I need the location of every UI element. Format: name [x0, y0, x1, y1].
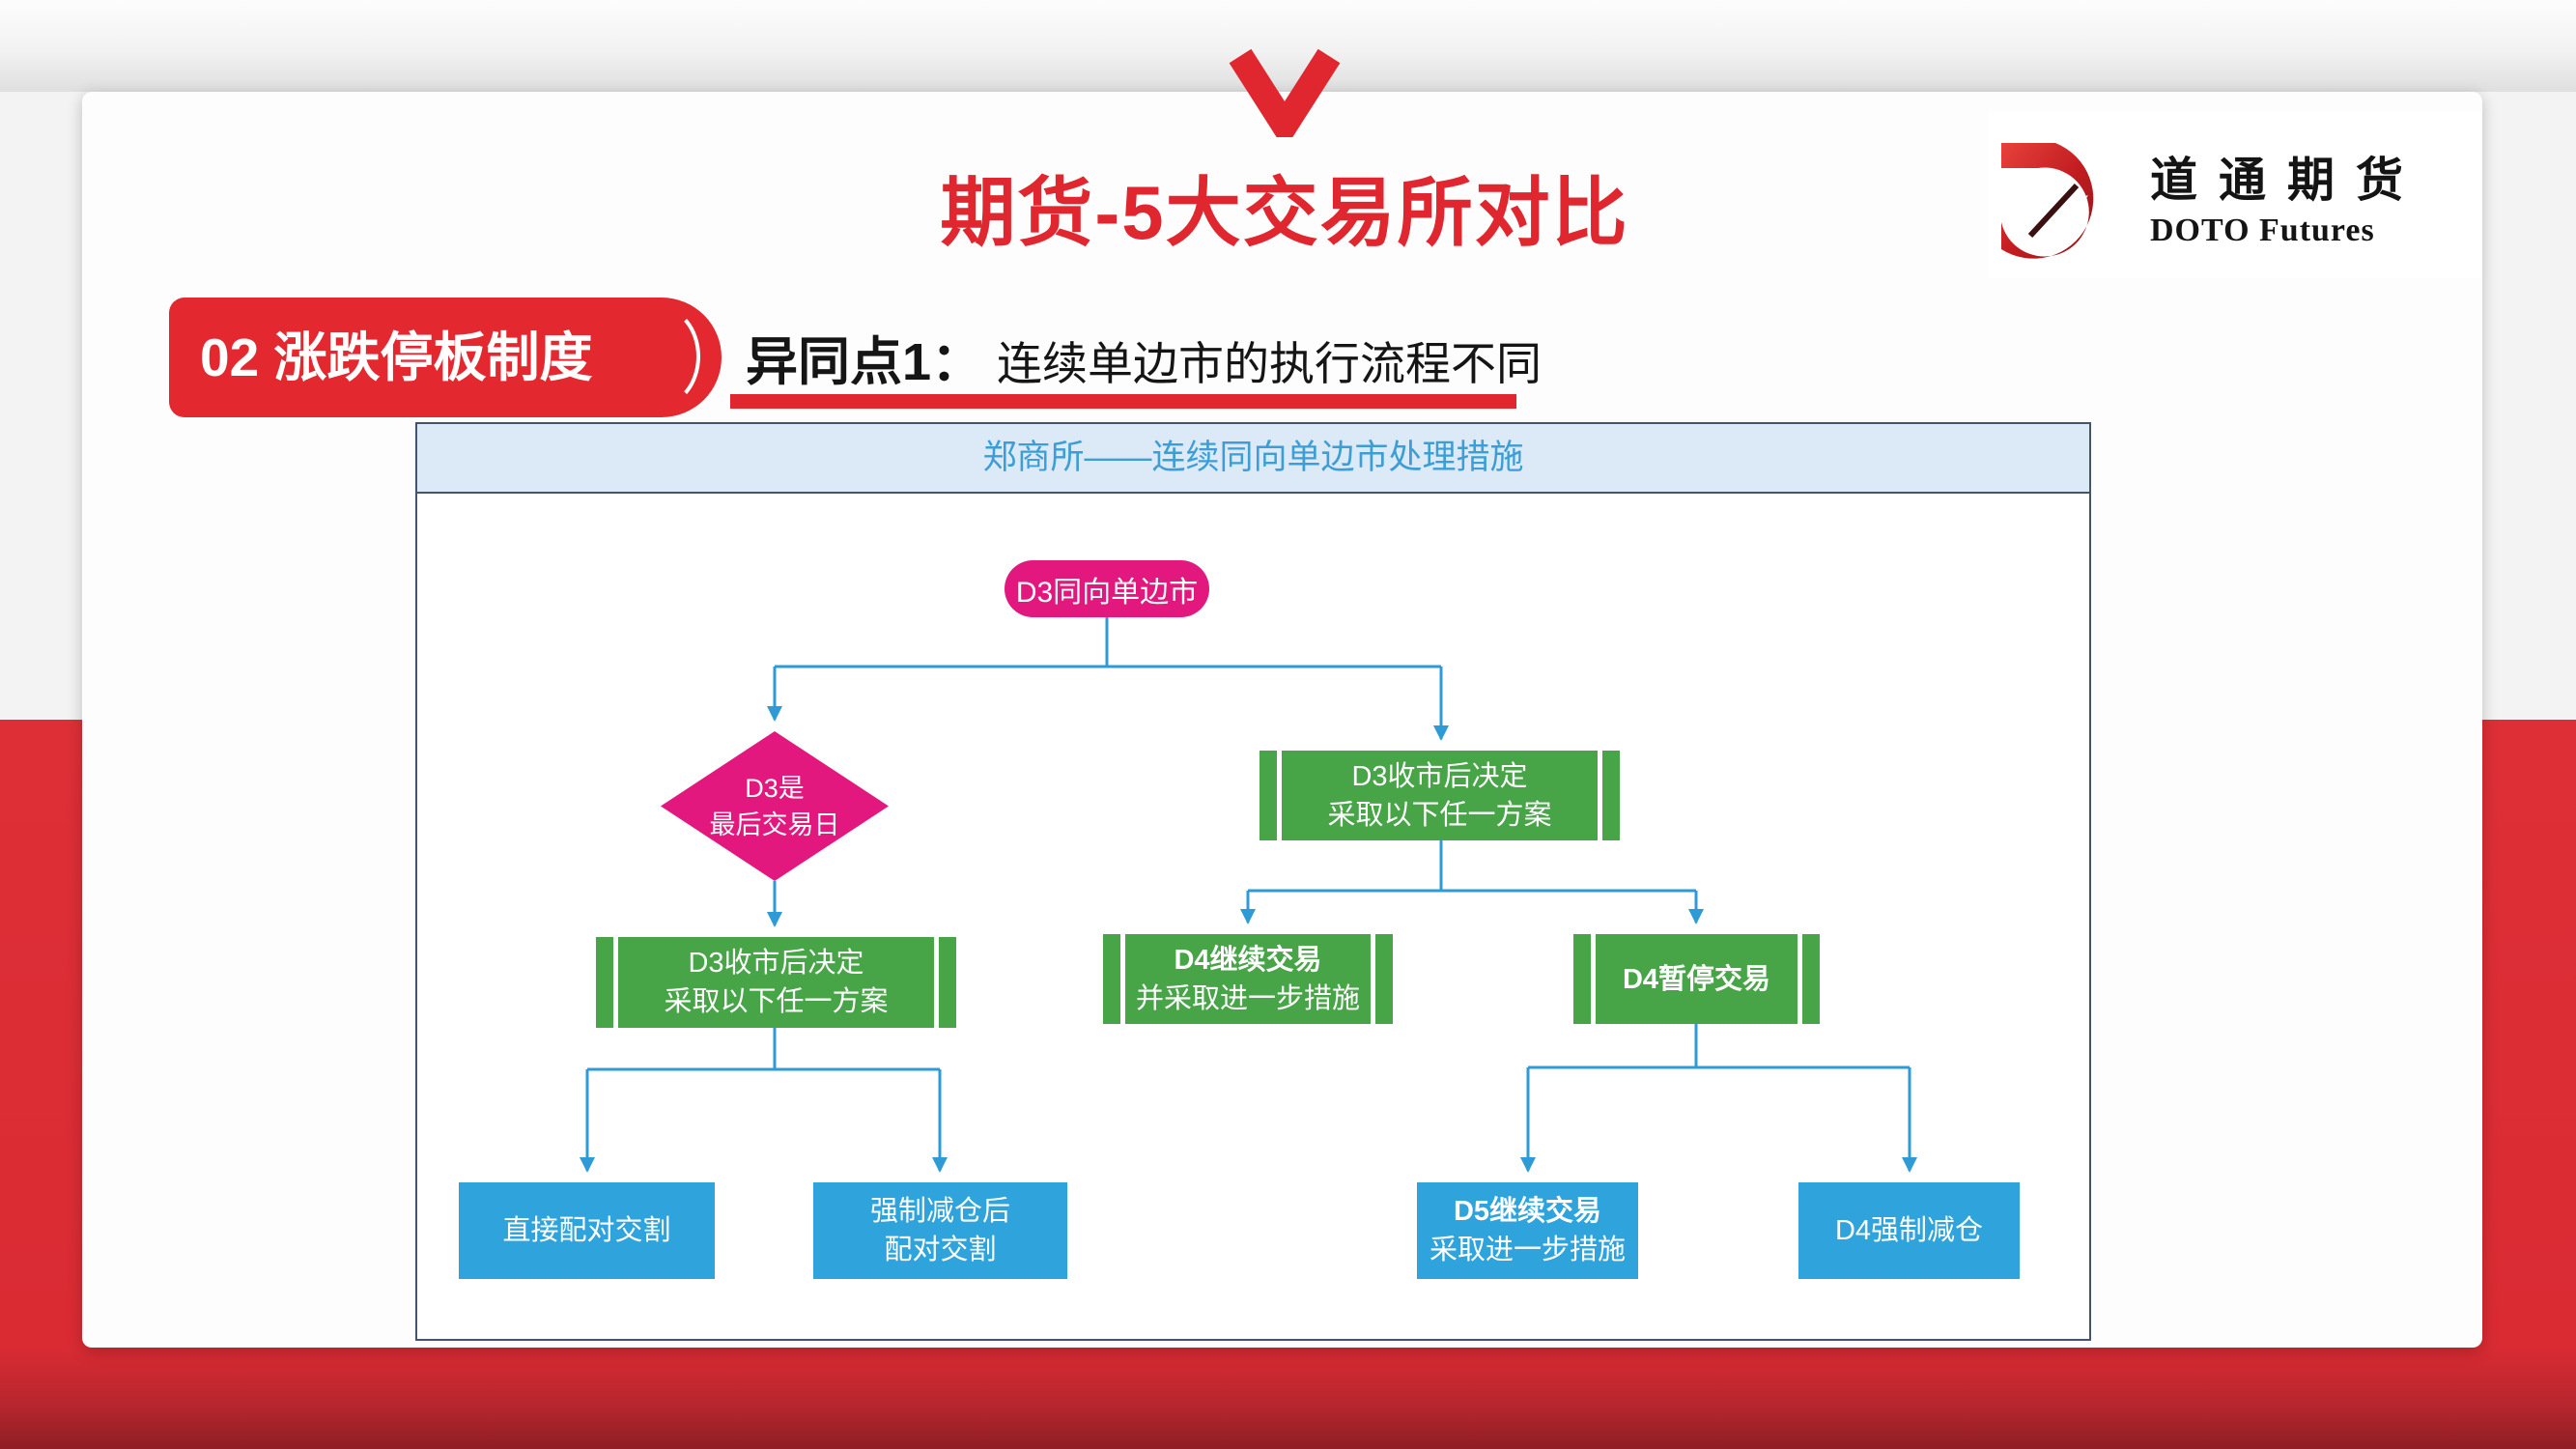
node-label-line: 采取以下任一方案	[1327, 799, 1552, 831]
node-label-line: 配对交割	[884, 1235, 997, 1265]
top-gray-strip	[0, 0, 2576, 92]
flow-node-d3-decide-left: D3收市后决定 采取以下任一方案	[596, 937, 956, 1028]
section-badge: 02 涨跌停板制度	[169, 298, 722, 417]
node-label-line: 最后交易日	[709, 810, 840, 839]
flowchart-frame: 郑商所——连续同向单边市处理措施	[415, 422, 2091, 1341]
logo-chinese-name: 道通期货	[2150, 153, 2425, 207]
flow-node-d4-pause: D4暂停交易	[1573, 934, 1820, 1024]
flow-connectors	[580, 617, 1917, 1173]
subprocess-bar-left	[1103, 934, 1120, 1024]
node-label: D4强制减仓	[1834, 1215, 1984, 1246]
flowchart-canvas: D3同向单边市 D3是 最后交易日 D3收市后决定 采取以下任一方案 D3收市后…	[417, 494, 2089, 1339]
flow-node-direct-delivery: 直接配对交割	[459, 1182, 715, 1279]
section-badge-label: 02 涨跌停板制度	[200, 327, 593, 387]
flow-node-d4-forced-reduce: D4强制减仓	[1798, 1182, 2020, 1279]
company-logo: 道通期货 DOTO Futures	[1988, 112, 2482, 278]
badge-arc-decoration	[617, 305, 700, 408]
node-label-line: D3收市后决定	[688, 948, 864, 979]
node-label-line: D3收市后决定	[1351, 760, 1528, 792]
subtitle: 异同点1： 连续单边市的执行流程不同	[746, 319, 1542, 395]
subprocess-bar-right	[1602, 751, 1620, 840]
logo-english-name: DOTO Futures	[2150, 212, 2375, 248]
flow-node-d3-decide-right: D3收市后决定 采取以下任一方案	[1260, 751, 1620, 840]
doto-logo-icon	[2001, 143, 2094, 259]
node-label-line: 强制减仓后	[869, 1196, 1010, 1227]
flow-node-forced-reduce-then-delivery: 强制减仓后 配对交割	[813, 1182, 1067, 1279]
subprocess-bar-left	[1260, 751, 1277, 840]
subtitle-text: 连续单边市的执行流程不同	[997, 338, 1543, 389]
node-label: D4暂停交易	[1622, 963, 1771, 995]
node-label-line: D3是	[745, 773, 805, 803]
flowchart-header: 郑商所——连续同向单边市处理措施	[417, 424, 2089, 494]
subprocess-bar-right	[1375, 934, 1393, 1024]
node-label-line: 采取进一步措施	[1429, 1235, 1626, 1265]
subprocess-bar-left	[596, 937, 613, 1028]
node-label: 直接配对交割	[502, 1215, 671, 1246]
flow-node-start: D3同向单边市	[1005, 560, 1209, 617]
subprocess-bar-left	[1573, 934, 1591, 1024]
node-label: D3同向单边市	[1015, 576, 1199, 609]
flow-node-d5-continue: D5继续交易 采取进一步措施	[1417, 1182, 1638, 1279]
node-label-line: 并采取进一步措施	[1135, 982, 1360, 1014]
flow-node-d4-continue: D4继续交易 并采取进一步措施	[1103, 934, 1393, 1024]
red-chevron-icon	[1229, 48, 1341, 137]
subtitle-underline	[730, 394, 1516, 409]
slide-title: 期货-5大交易所对比	[940, 170, 1629, 255]
subprocess-bar-right	[1802, 934, 1820, 1024]
node-label-line: 采取以下任一方案	[664, 986, 889, 1017]
subprocess-bar-right	[939, 937, 956, 1028]
node-label-line: D4继续交易	[1174, 944, 1322, 976]
subtitle-label: 异同点1：	[746, 333, 984, 391]
node-label-line: D5继续交易	[1453, 1196, 1602, 1227]
